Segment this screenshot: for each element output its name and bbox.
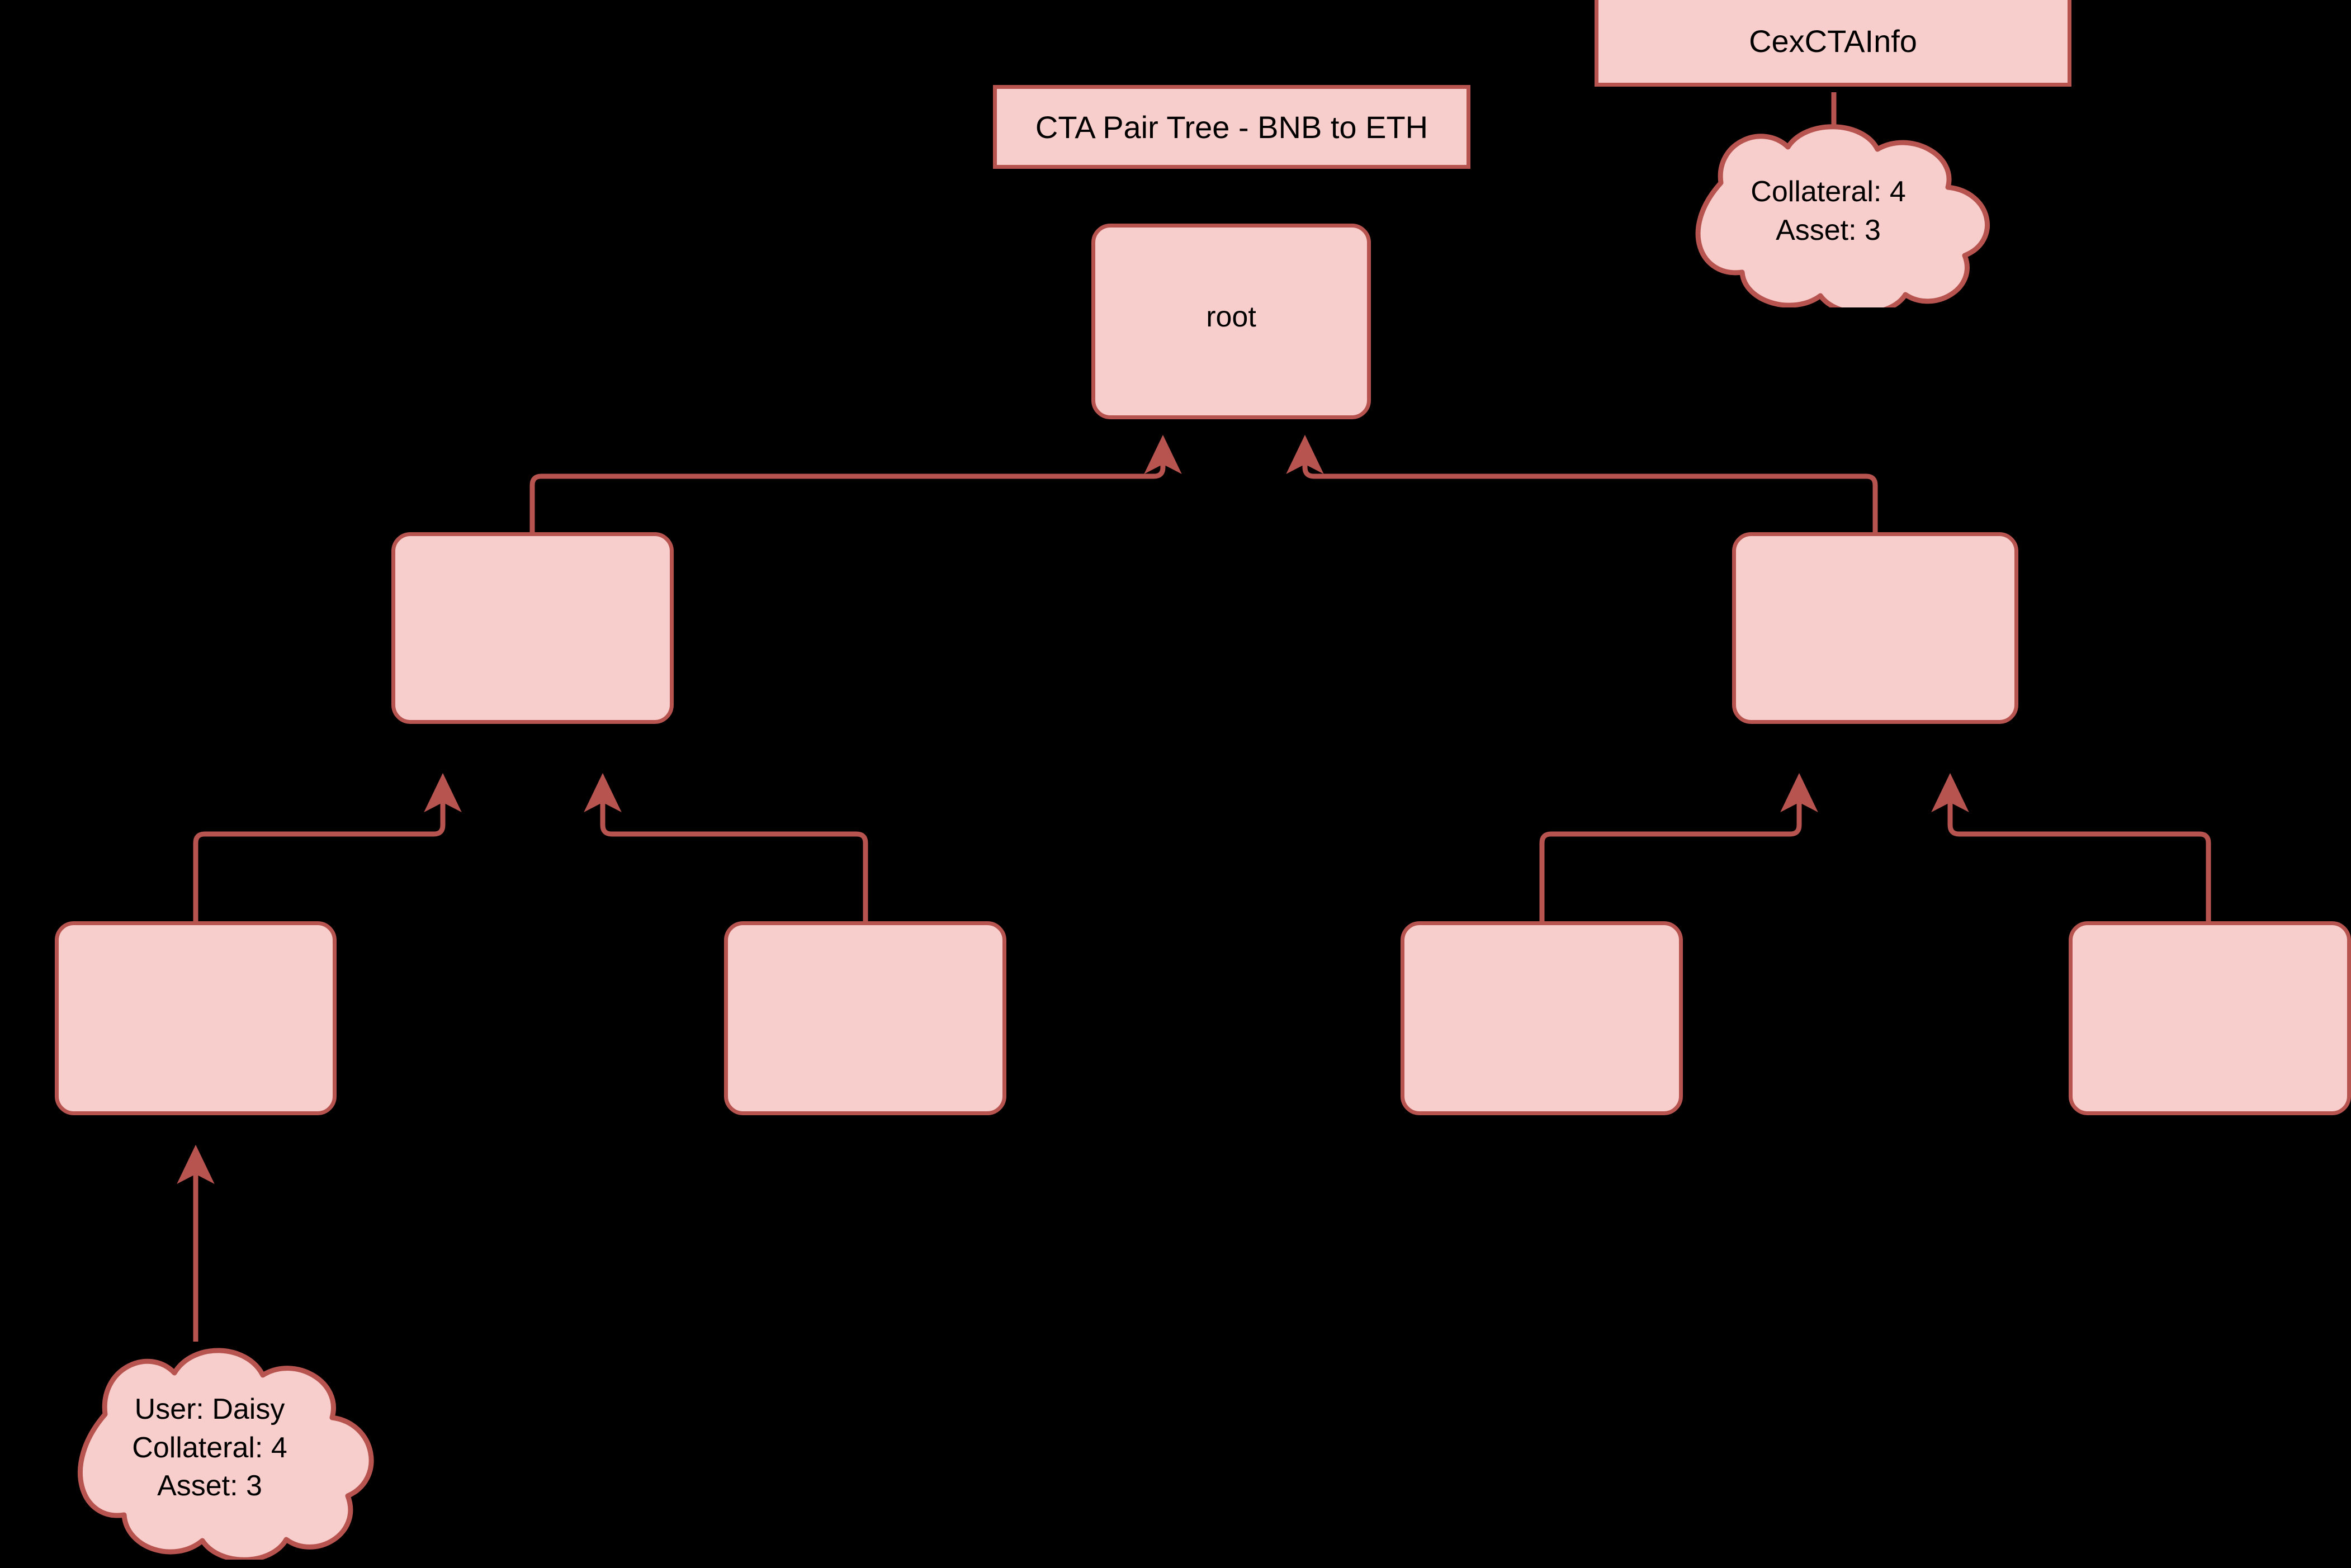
cloud-shape-icon [78, 1348, 374, 1560]
node-leaf-4[interactable] [2069, 921, 2351, 1115]
node-leaf-2[interactable] [724, 921, 1006, 1115]
edge-right-branch-to-leaf-3 [1539, 773, 1818, 921]
cloud-user-daisy[interactable]: User: Daisy Collateral: 4 Asset: 3 [34, 1336, 386, 1560]
legend-title-text: CexCTAInfo [1749, 23, 1917, 59]
edge-left-branch-to-leaf-1 [193, 773, 462, 921]
cloud-legend-info-text: Collateral: 4 Asset: 3 [1751, 175, 1906, 247]
edge-left-branch-to-leaf-2 [584, 773, 868, 921]
edge-root-to-right-branch [1286, 434, 1878, 532]
node-leaf-3[interactable] [1401, 921, 1683, 1115]
cloud-shape-icon [1695, 124, 1990, 307]
legend-title-box: CexCTAInfo [1595, 0, 2071, 87]
node-leaf-1[interactable] [55, 921, 337, 1115]
node-branch-left[interactable] [391, 532, 674, 724]
diagram-title-box: CTA Pair Tree - BNB to ETH [993, 85, 1470, 169]
cloud-legend-info[interactable]: Collateral: 4 Asset: 3 [1644, 115, 2013, 307]
node-root-label: root [1206, 301, 1256, 333]
node-root[interactable]: root [1091, 224, 1371, 419]
edge-right-branch-to-leaf-4 [1931, 773, 2211, 921]
node-branch-right[interactable] [1732, 532, 2018, 724]
cloud-user-daisy-text: User: Daisy Collateral: 4 Asset: 3 [132, 1393, 287, 1503]
edge-root-to-left-branch [529, 434, 1182, 532]
diagram-title-text: CTA Pair Tree - BNB to ETH [1035, 109, 1428, 145]
